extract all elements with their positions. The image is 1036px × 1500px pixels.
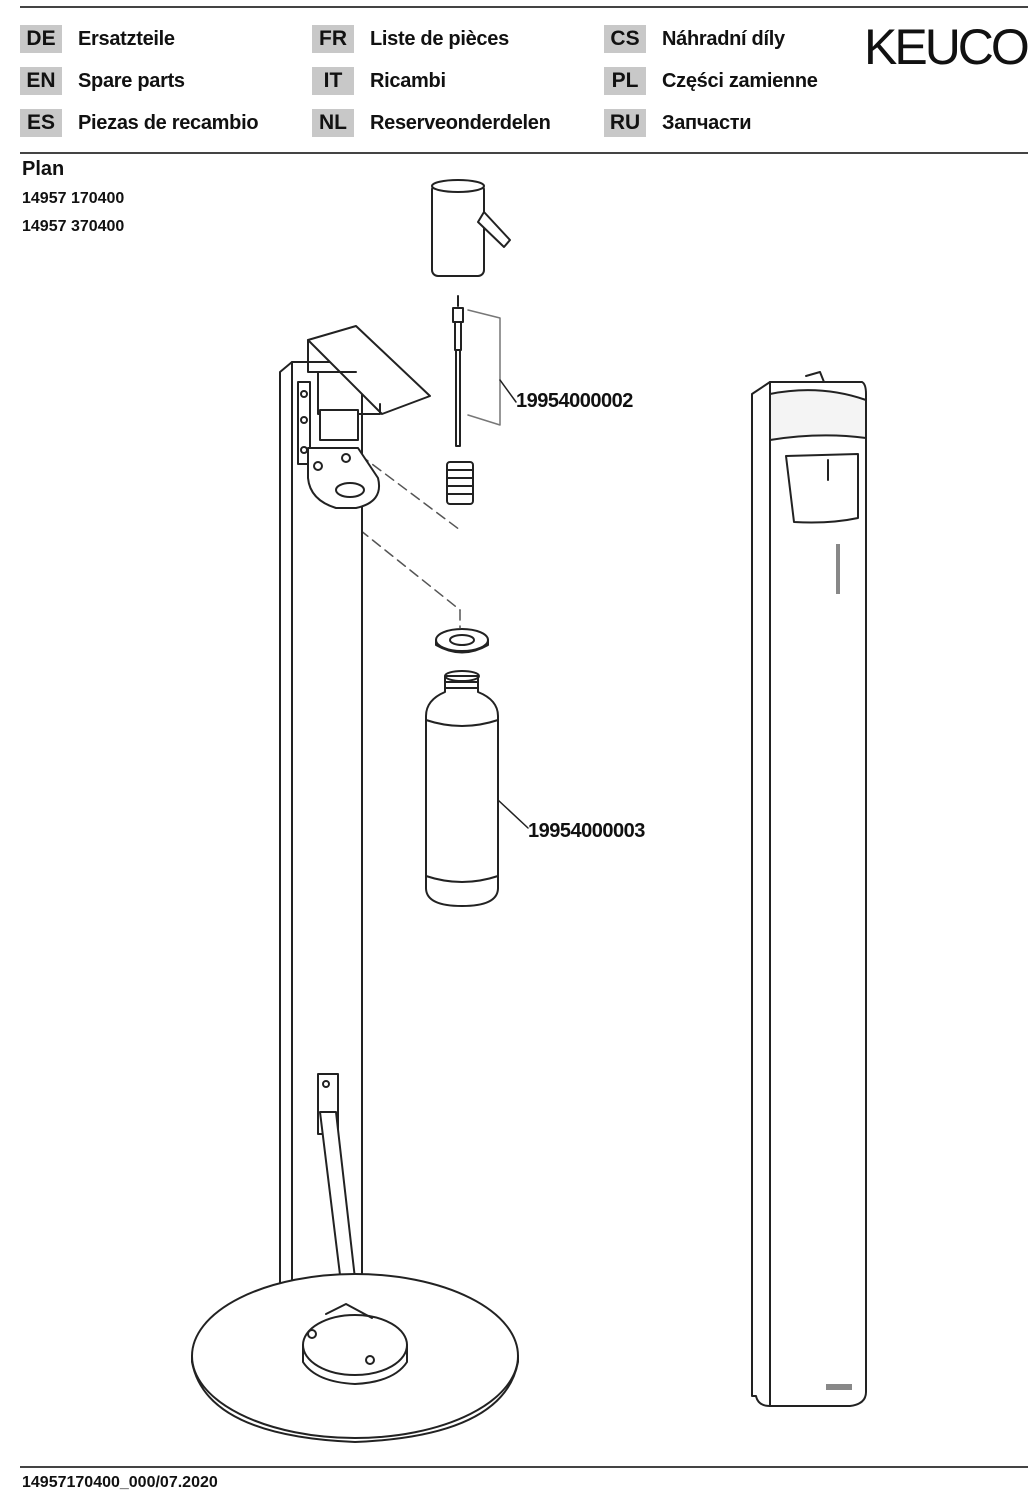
language-code: RU [604, 109, 646, 137]
language-label: Reserveonderdelen [370, 111, 551, 134]
language-row-de: DE Ersatzteile [20, 24, 175, 54]
language-code: PL [604, 67, 646, 95]
language-code: DE [20, 25, 62, 53]
document-footer-code: 14957170400_000/07.2020 [22, 1474, 218, 1491]
language-label: Piezas de recambio [78, 111, 259, 134]
language-row-nl: NL Reserveonderdelen [312, 108, 551, 138]
bottle-illustration [425, 670, 529, 907]
part-number-label: 19954000003 [528, 820, 645, 842]
language-row-en: EN Spare parts [20, 66, 185, 96]
language-label: Запчасти [662, 111, 752, 134]
base-plate-illustration [191, 1273, 519, 1443]
language-label: Części zamienne [662, 69, 818, 92]
pump-rod-illustration [452, 295, 517, 447]
language-label: Ersatzteile [78, 27, 175, 50]
language-code: IT [312, 67, 354, 95]
language-label: Náhradní díly [662, 27, 785, 50]
article-number: 14957 170400 [22, 190, 125, 207]
language-label: Spare parts [78, 69, 185, 92]
language-code: NL [312, 109, 354, 137]
language-row-it: IT Ricambi [312, 66, 446, 96]
column-rear-illustration [279, 325, 431, 1349]
language-row-es: ES Piezas de recambio [20, 108, 259, 138]
product-name: Plan [22, 158, 65, 180]
washer-illustration [435, 628, 489, 654]
part-number-label: 19954000002 [516, 390, 633, 412]
footer-rule [20, 1466, 1028, 1468]
language-code: ES [20, 109, 62, 137]
language-code: FR [312, 25, 354, 53]
language-label: Ricambi [370, 69, 446, 92]
threaded-coupling-illustration [446, 461, 474, 505]
header-bottom-rule [20, 152, 1028, 154]
language-code: CS [604, 25, 646, 53]
language-row-pl: PL Części zamienne [604, 66, 818, 96]
assembly-guide-lines [359, 454, 461, 629]
article-number: 14957 370400 [22, 218, 125, 235]
pump-head-illustration [431, 179, 511, 277]
language-row-ru: RU Запчасти [604, 108, 752, 138]
language-row-fr: FR Liste de pièces [312, 24, 509, 54]
column-front-illustration [751, 371, 867, 1407]
brand-logo: KEUCO [864, 19, 1030, 75]
language-code: EN [20, 67, 62, 95]
language-row-cs: CS Náhradní díly [604, 24, 785, 54]
header-top-rule [20, 6, 1028, 8]
language-label: Liste de pièces [370, 27, 509, 50]
